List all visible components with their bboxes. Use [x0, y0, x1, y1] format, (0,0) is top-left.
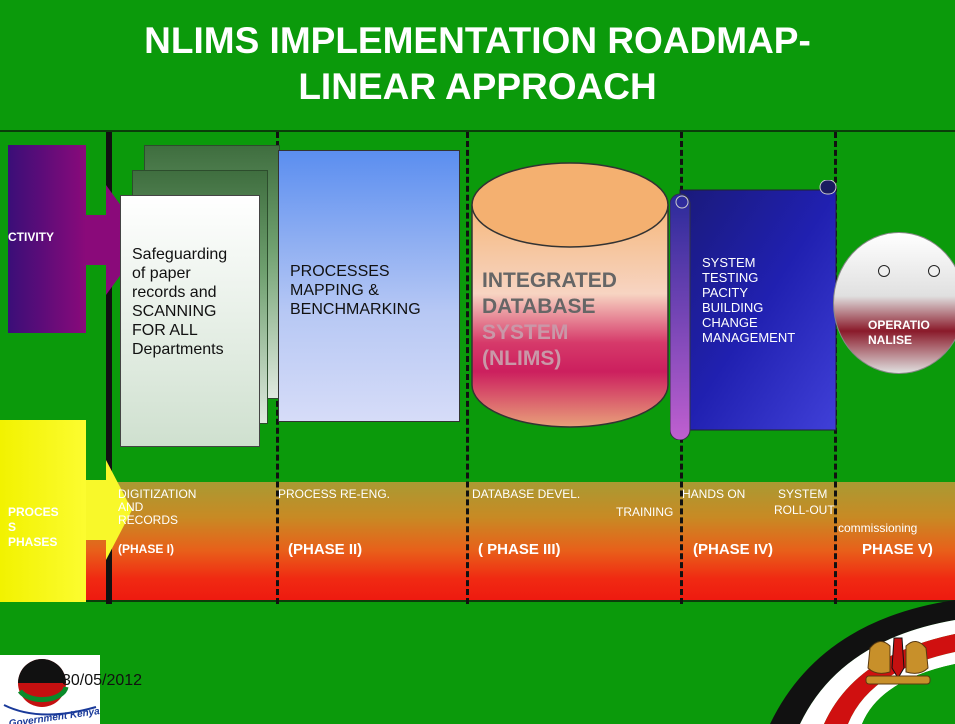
phase-3-desc: DATABASE DEVEL.: [472, 487, 581, 501]
process-row-tab: [0, 420, 86, 602]
activity-3-line-2: DATABASE: [482, 295, 596, 318]
phase-4-desc-b: SYSTEM: [778, 487, 828, 501]
slide-title: NLIMS IMPLEMENTATION ROADMAP- LINEAR APP…: [0, 18, 955, 110]
activity-4-line-5: CHANGE: [702, 315, 758, 330]
phase-5-desc: commissioning: [838, 521, 918, 535]
activity-2-line-1: PROCESSES: [290, 263, 390, 280]
process-label-line-2: S: [8, 520, 17, 534]
activity-1-line-4: SCANNING: [132, 303, 217, 320]
activity-5-text: OPERATIO NALISE: [868, 318, 930, 348]
activity-3-line-3: SYSTEM: [482, 321, 569, 344]
phase-4-label: (PHASE IV): [693, 541, 774, 558]
activity-4-line-2: TESTING: [702, 270, 759, 285]
government-kenya-logo: Government Kenya: [0, 655, 100, 724]
title-line-2: LINEAR APPROACH: [298, 66, 657, 107]
process-arrow-stem: [86, 480, 106, 540]
activity-5-line-1: OPERATIO: [868, 318, 930, 332]
timeline-start-bar: [106, 132, 112, 604]
activity-label: CTIVITY: [8, 230, 55, 244]
phase-divider-2: [466, 132, 469, 604]
activity-1-line-6: Departments: [132, 341, 224, 358]
activity-arrow-stem: [86, 215, 106, 265]
activity-1-line-5: FOR ALL: [132, 322, 198, 339]
coat-of-arms-icon: [865, 637, 931, 685]
activity-row-tab: [8, 145, 86, 333]
activity-4-line-3: PACITY: [702, 285, 748, 300]
process-label-line-3: PHASES: [8, 535, 58, 549]
process-document-shape: [278, 150, 460, 422]
activity-4-line-6: MANAGEMENT: [702, 330, 796, 345]
phase-5-label: PHASE V): [862, 541, 933, 558]
activity-3-line-4: (NLIMS): [482, 347, 562, 370]
top-divider: [0, 130, 955, 132]
phase-1-label: (PHASE I): [118, 542, 175, 556]
activity-4-line-4: BUILDING: [702, 300, 764, 315]
activity-1-line-2: of paper: [132, 265, 191, 282]
activity-1-text: Safeguarding of paper records and SCANNI…: [132, 245, 227, 359]
process-arrow-head: [106, 460, 132, 560]
face-left-eye: [878, 265, 890, 277]
phase-1-desc-line-3: RECORDS: [118, 513, 179, 527]
phase-2-label: (PHASE II): [288, 541, 363, 558]
bottom-divider: [0, 600, 955, 602]
title-line-1: NLIMS IMPLEMENTATION ROADMAP-: [144, 20, 811, 61]
activity-2-line-2: MAPPING &: [290, 282, 379, 299]
activity-2-text: PROCESSES MAPPING & BENCHMARKING: [290, 262, 421, 319]
process-label: PROCES S PHASES: [8, 505, 59, 550]
activity-5-line-2: NALISE: [868, 333, 913, 347]
operationalise-face-shape: [833, 232, 955, 374]
phase-1-desc-line-1: DIGITIZATION: [118, 487, 197, 501]
activity-2-line-3: BENCHMARKING: [290, 301, 421, 318]
phase-4-desc-c: ROLL-OUT: [774, 503, 835, 517]
phase-2-desc: PROCESS RE-ENG.: [278, 487, 391, 501]
phase-3-label: ( PHASE III): [478, 541, 561, 558]
phase-band: [0, 482, 955, 600]
phase-1-desc: DIGITIZATION AND RECORDS: [118, 488, 196, 527]
phase-4-desc-a: HANDS ON: [682, 487, 746, 501]
database-cylinder: [471, 162, 669, 428]
activity-4-line-1: SYSTEM: [702, 255, 756, 270]
activity-4-text: SYSTEM TESTING PACITY BUILDING CHANGE MA…: [702, 255, 795, 345]
activity-1-line-1: Safeguarding: [132, 246, 228, 263]
activity-3-text: INTEGRATED DATABASE SYSTEM (NLIMS): [482, 268, 617, 372]
scroll-shape: [670, 180, 837, 440]
paper-stack-front: [120, 195, 260, 447]
phase-1-desc-line-2: AND: [118, 500, 144, 514]
activity-3-line-1: INTEGRATED: [482, 269, 617, 292]
activity-1-line-3: records and: [132, 284, 217, 301]
phase-3-training: TRAINING: [616, 505, 674, 519]
face-right-eye: [928, 265, 940, 277]
footer-date: 30/05/2012: [62, 672, 143, 689]
process-label-line-1: PROCES: [8, 505, 59, 519]
